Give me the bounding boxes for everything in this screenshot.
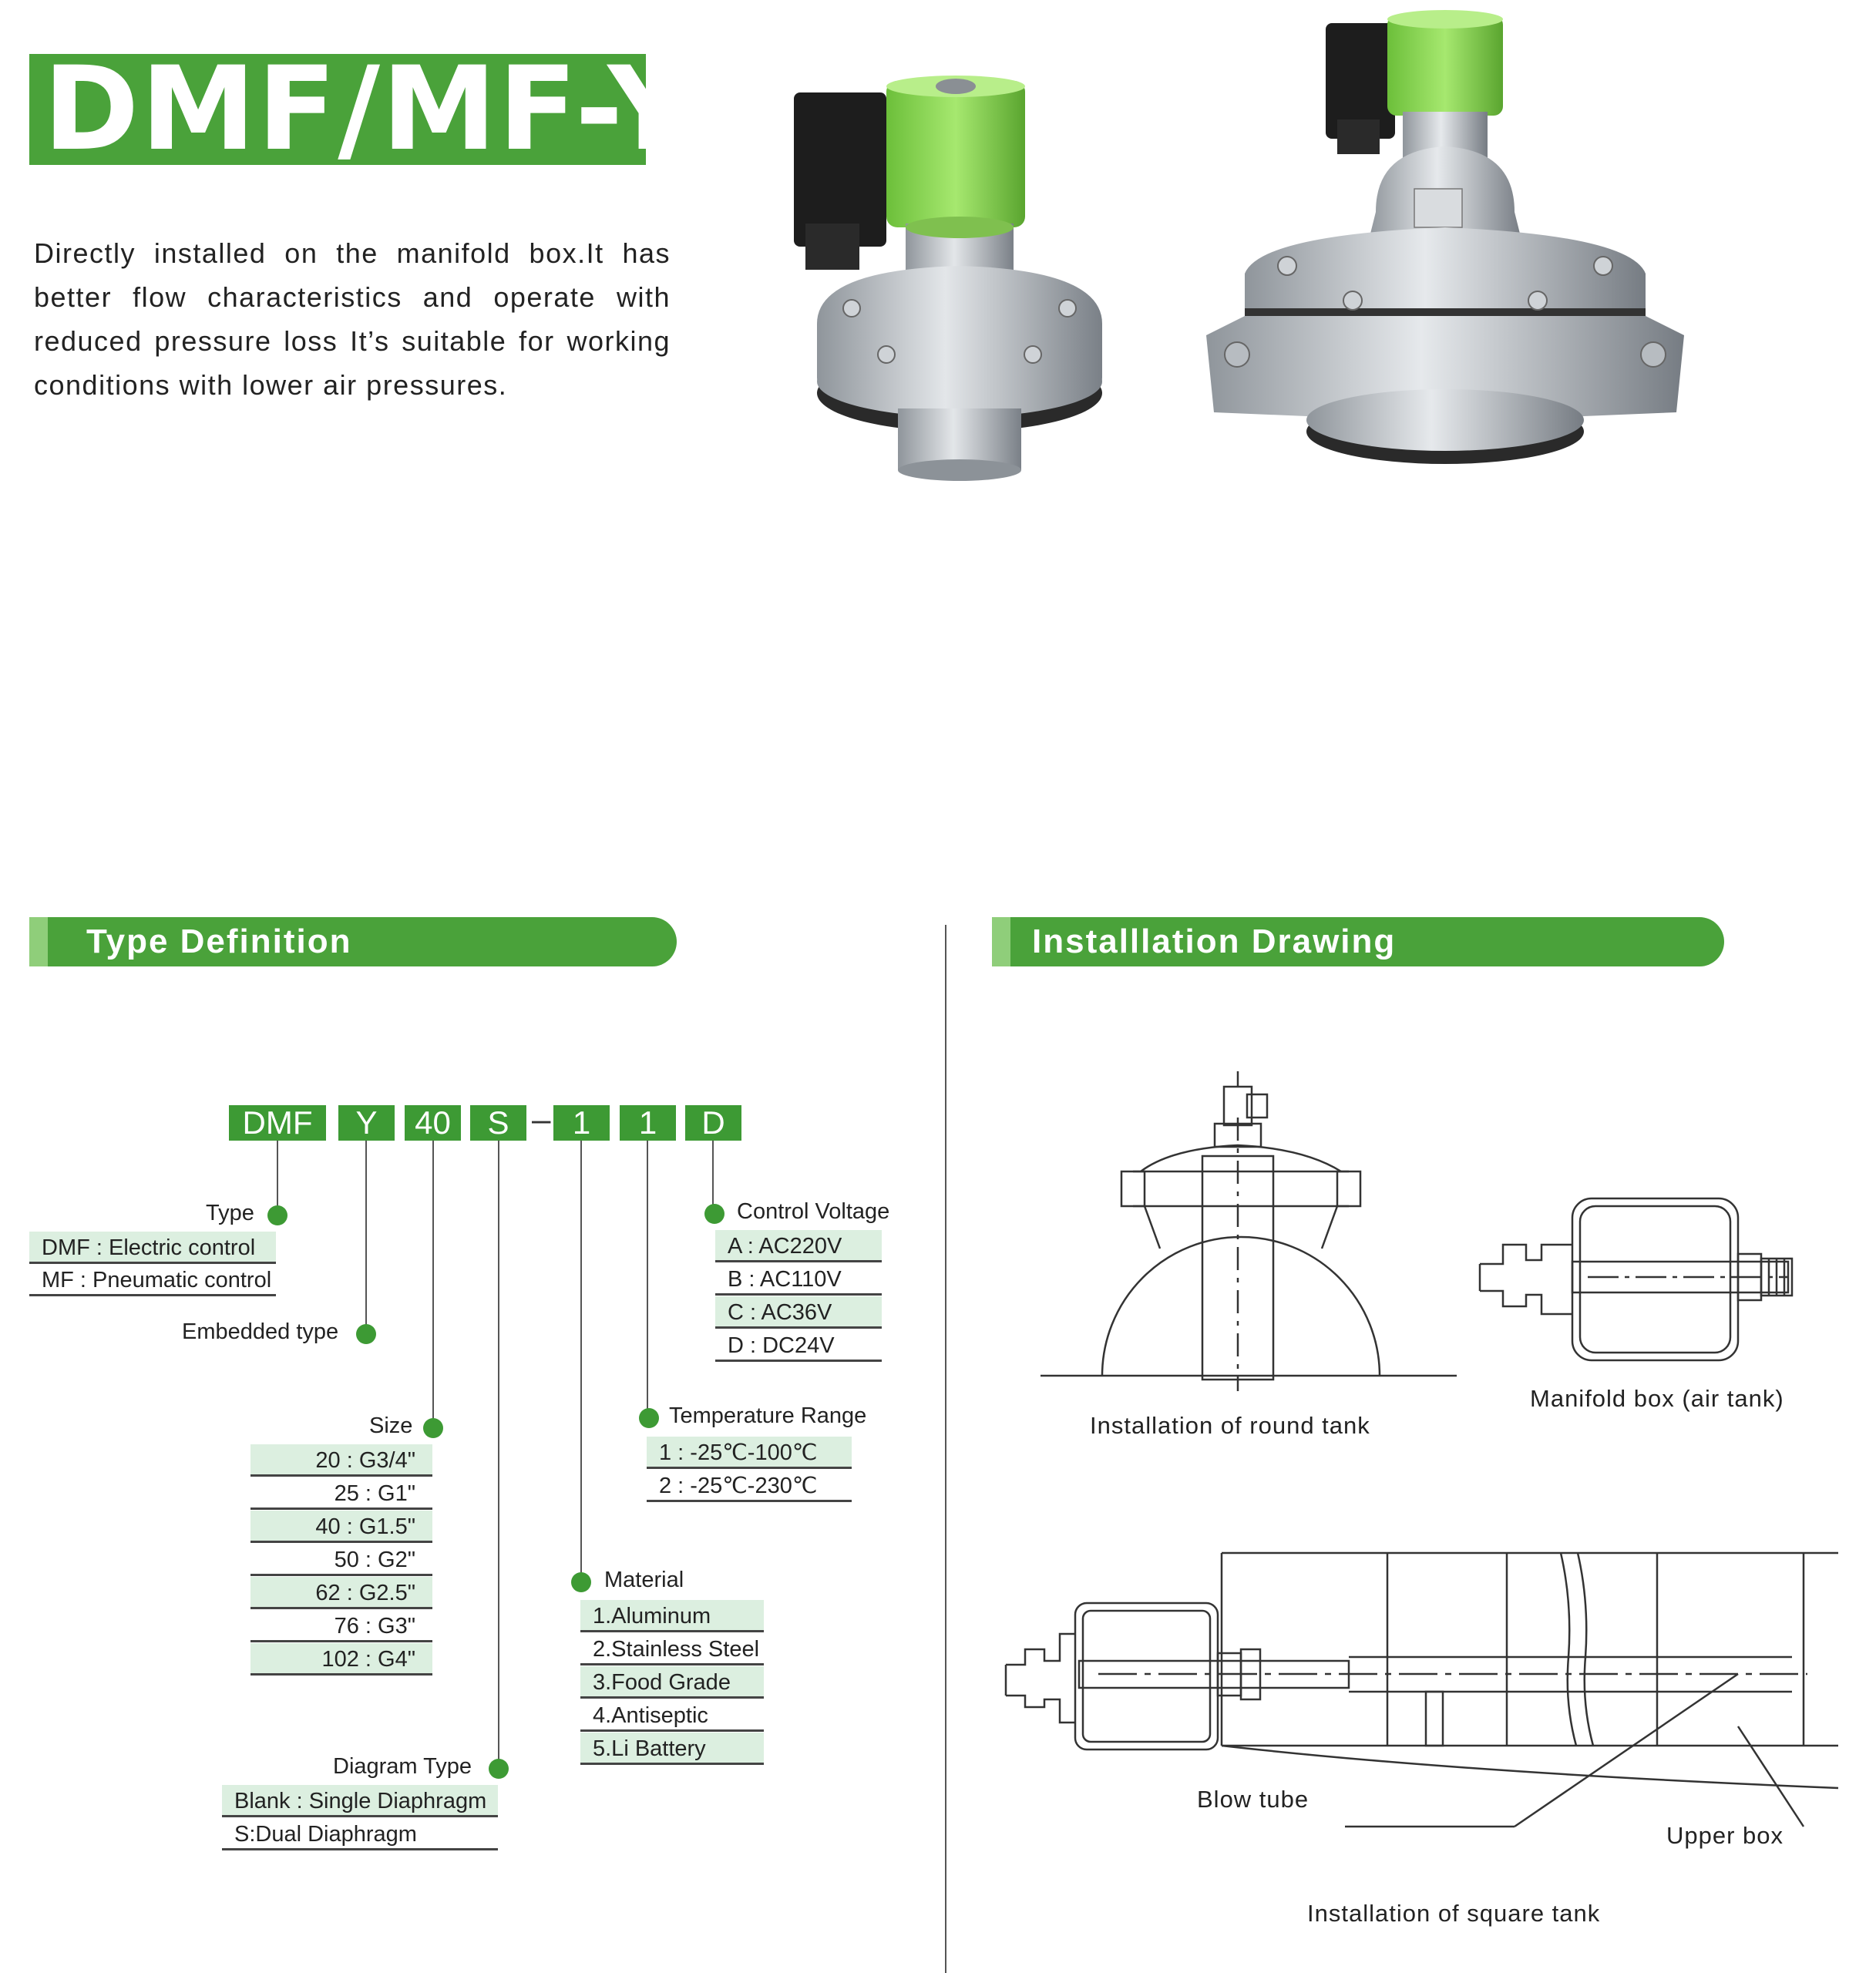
dot-temperature [639, 1408, 659, 1428]
option-type-dmf: DMF : Electric control [29, 1232, 276, 1264]
option-voltage-a: A : AC220V [715, 1230, 882, 1262]
caption-round-tank: Installation of round tank [1090, 1412, 1370, 1439]
code-part-temperature: 1 [620, 1105, 676, 1141]
label-voltage: Control Voltage [737, 1199, 890, 1224]
installation-drawing-header: Installlation Drawing [992, 917, 1724, 966]
dot-embedded [356, 1324, 376, 1344]
caption-square-tank: Installation of square tank [1307, 1900, 1601, 1927]
valve-photo-small-icon [794, 76, 1102, 481]
round-tank-drawing-icon [1041, 1071, 1457, 1391]
type-definition-title: Type Definition [86, 923, 352, 960]
dot-material [571, 1572, 591, 1592]
leader-embedded [365, 1141, 367, 1333]
option-size-50: 50 : G2" [250, 1544, 432, 1576]
code-part-embedded: Y [338, 1105, 395, 1141]
square-tank-drawing-icon [1004, 1551, 1839, 1828]
code-part-diagram: S [470, 1105, 526, 1141]
option-material-2: 2.Stainless Steel [580, 1633, 764, 1665]
label-diagram: Diagram Type [333, 1754, 472, 1779]
option-diagram-dual: S:Dual Diaphragm [222, 1818, 498, 1850]
dot-size [423, 1418, 443, 1438]
label-temperature: Temperature Range [669, 1403, 867, 1428]
code-dash: – [532, 1101, 551, 1138]
label-material: Material [604, 1568, 684, 1592]
option-voltage-b: B : AC110V [715, 1263, 882, 1296]
option-voltage-d: D : DC24V [715, 1329, 882, 1362]
option-size-62: 62 : G2.5" [250, 1577, 432, 1609]
option-size-40: 40 : G1.5" [250, 1511, 432, 1543]
leader-voltage [712, 1141, 714, 1214]
code-part-voltage: D [685, 1105, 741, 1141]
label-upper-box: Upper box [1666, 1822, 1784, 1849]
code-part-material: 1 [553, 1105, 610, 1141]
leader-material [580, 1141, 582, 1581]
leader-temperature [647, 1141, 648, 1418]
option-size-20: 20 : G3/4" [250, 1444, 432, 1477]
label-type: Type [206, 1201, 254, 1225]
header-accent [29, 917, 48, 966]
dot-voltage [704, 1204, 725, 1224]
caption-manifold-box: Manifold box (air tank) [1530, 1385, 1784, 1412]
option-temperature-2: 2 : -25℃-230℃ [647, 1470, 852, 1502]
dot-diagram [489, 1759, 509, 1779]
option-material-4: 4.Antiseptic [580, 1699, 764, 1732]
option-type-mf: MF : Pneumatic control [29, 1264, 276, 1296]
header-accent [992, 917, 1010, 966]
option-temperature-1: 1 : -25℃-100℃ [647, 1437, 852, 1469]
option-voltage-c: C : AC36V [715, 1296, 882, 1329]
code-part-size: 40 [405, 1105, 461, 1141]
option-size-102: 102 : G4" [250, 1643, 432, 1676]
option-diagram-single: Blank : Single Diaphragm [222, 1785, 498, 1817]
option-size-25: 25 : G1" [250, 1477, 432, 1510]
dot-type [267, 1205, 287, 1225]
label-embedded: Embedded type [182, 1319, 339, 1344]
option-size-76: 76 : G3" [250, 1610, 432, 1642]
leader-diagram [498, 1141, 499, 1765]
intro-text: Directly installed on the manifold box.I… [34, 237, 671, 401]
manifold-box-drawing-icon [1478, 1197, 1794, 1362]
installation-drawing-title: Installlation Drawing [1032, 923, 1397, 960]
label-blow-tube: Blow tube [1197, 1786, 1310, 1813]
option-material-1: 1.Aluminum [580, 1600, 764, 1632]
option-material-3: 3.Food Grade [580, 1666, 764, 1699]
option-material-5: 5.Li Battery [580, 1733, 764, 1765]
valve-photo-large-icon [1206, 10, 1684, 464]
column-divider [945, 925, 946, 1973]
page-title: DMF/MF-Y [29, 54, 646, 165]
leader-size [432, 1141, 434, 1426]
leader-type [277, 1141, 278, 1215]
code-part-type: DMF [229, 1105, 326, 1141]
label-size: Size [369, 1413, 413, 1438]
type-definition-header: Type Definition [29, 917, 677, 966]
